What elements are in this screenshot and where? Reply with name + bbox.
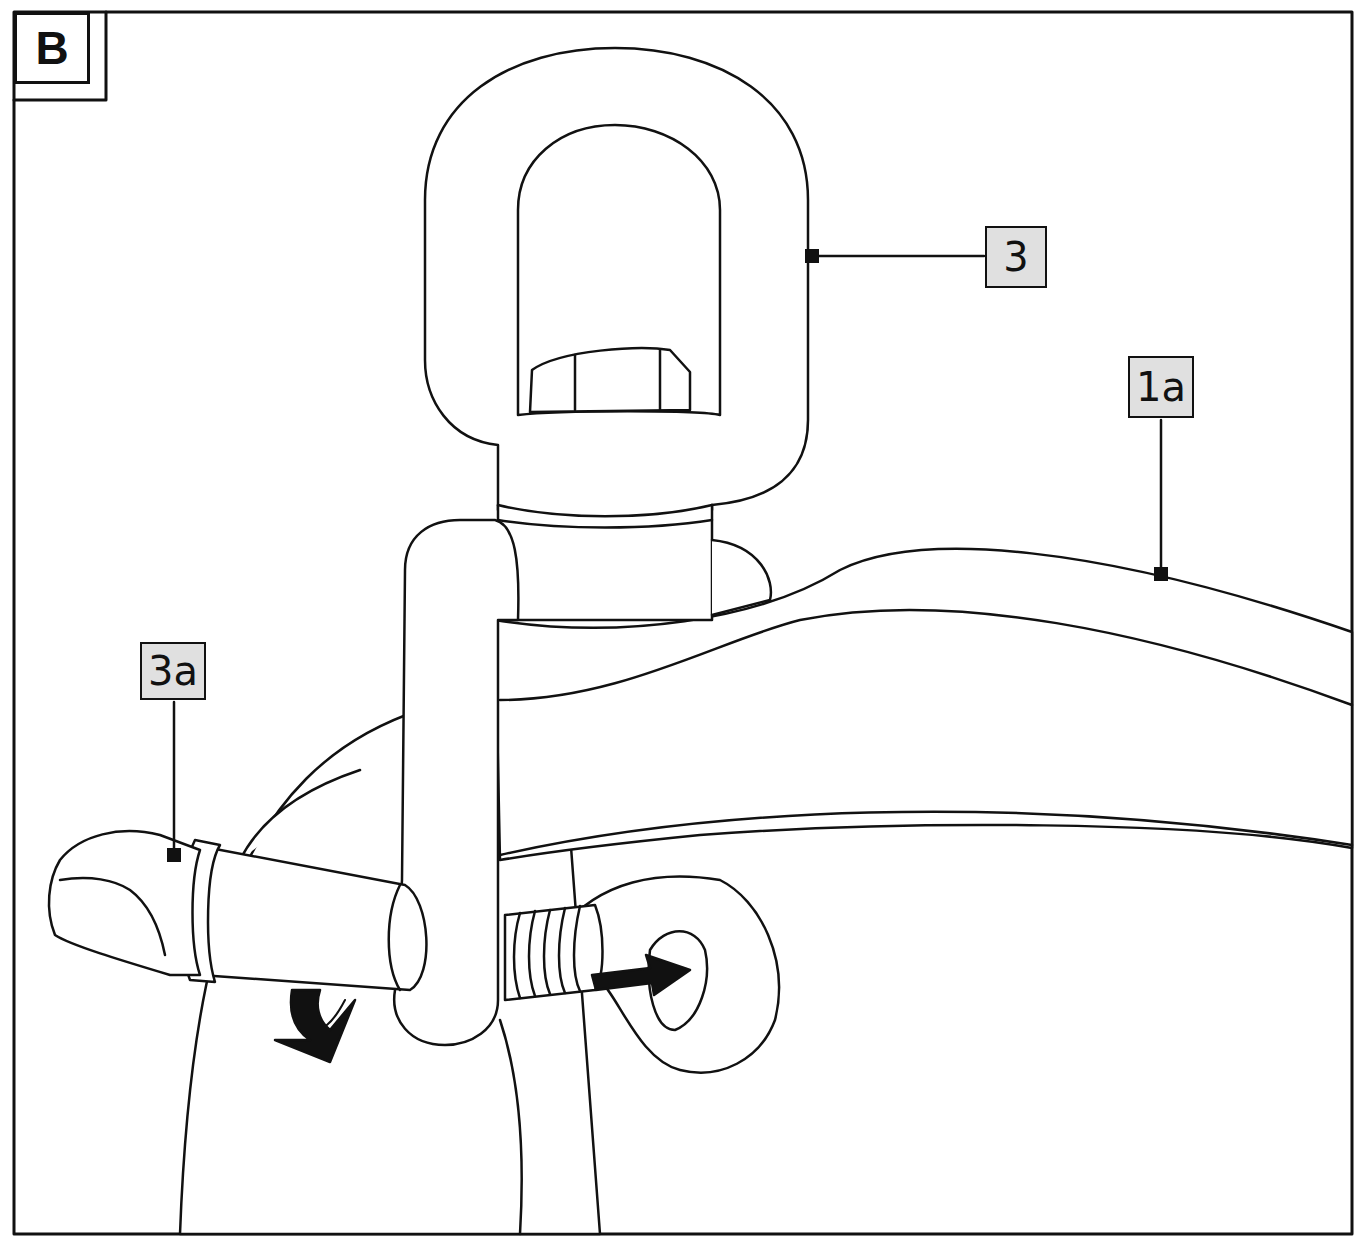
- rotate-arrow: [275, 990, 355, 1062]
- leader-line: [1160, 420, 1163, 574]
- leader-dot: [167, 848, 181, 862]
- leader-line: [812, 255, 984, 258]
- pull-arrow: [592, 955, 690, 995]
- callout-number: 3: [985, 226, 1047, 288]
- callout-number: 1a: [1128, 356, 1194, 418]
- leader-line: [173, 702, 176, 855]
- figure-frame: [14, 12, 1352, 1234]
- figure-frame-corner: [14, 12, 106, 100]
- leader-dot: [805, 249, 819, 263]
- shackle-pin: [49, 831, 426, 990]
- pin-thread: [505, 905, 603, 1000]
- leader-dot: [1154, 567, 1168, 581]
- figure-letter: B: [14, 12, 90, 84]
- callout-number: 3a: [140, 642, 206, 700]
